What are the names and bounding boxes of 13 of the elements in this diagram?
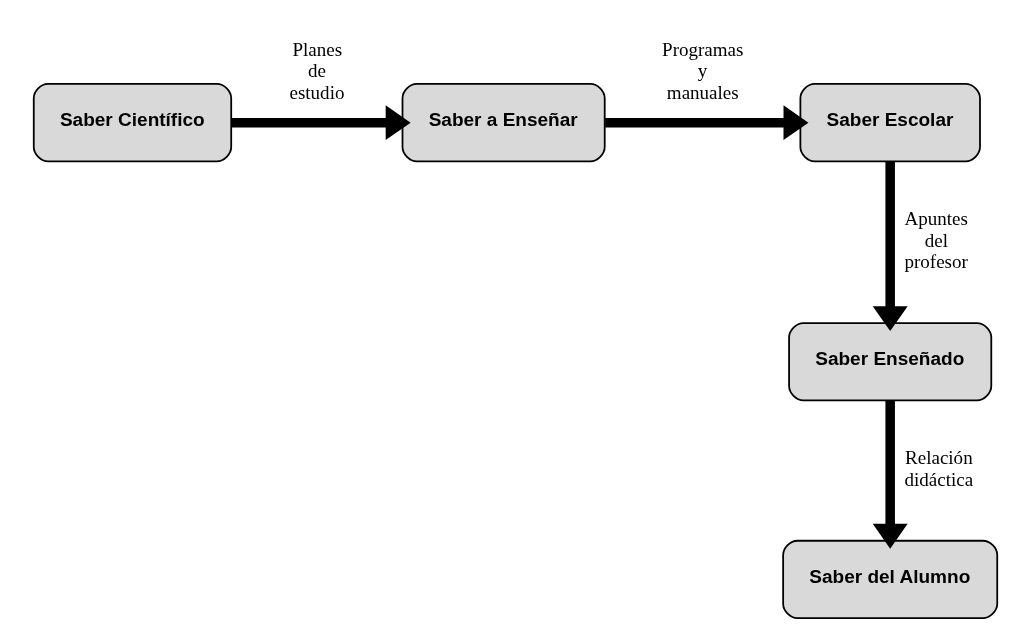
arrow [231, 105, 411, 141]
node-box: Saber Escolar [799, 83, 981, 163]
arrow [872, 161, 908, 332]
node-box: Saber a Enseñar [401, 83, 606, 163]
edge-label: Programas y manuales [662, 38, 744, 103]
edge-label: Planes de estudio [289, 38, 345, 103]
node-box: Saber del Alumno [782, 539, 999, 619]
arrow [872, 400, 908, 549]
edge-label: Relación didáctica [904, 447, 974, 490]
node-box: Saber Enseñado [788, 322, 993, 402]
arrow [605, 105, 809, 141]
node-box: Saber Científico [32, 83, 233, 163]
edge-label: Apuntes del profesor [904, 208, 968, 273]
